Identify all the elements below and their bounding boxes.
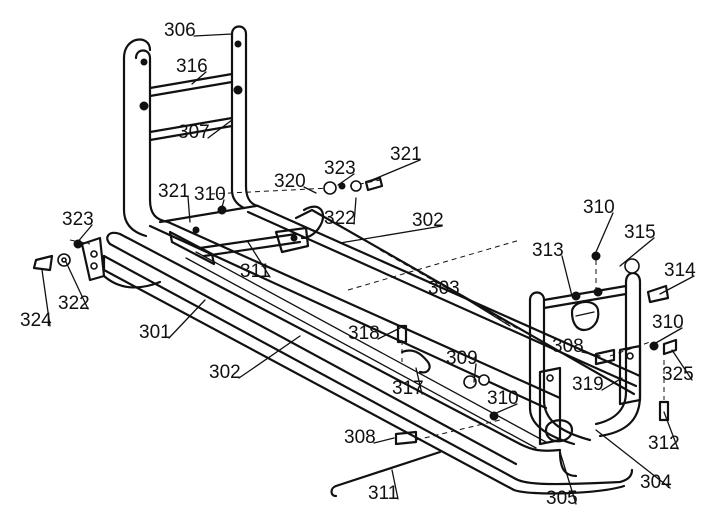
leader-line-322b: [65, 261, 89, 310]
part-label-322a: 322: [324, 208, 356, 229]
leader-line-314: [659, 275, 695, 295]
leader-line-323a: [337, 173, 355, 186]
leader-line-319: [601, 377, 623, 391]
bolt-308a-icon: [594, 348, 616, 366]
part-label-324: 324: [20, 310, 52, 331]
part-label-308b: 308: [344, 427, 376, 448]
leader-line-311a: [247, 241, 271, 278]
leader-line-316: [191, 71, 207, 85]
right-upright-frame: [528, 271, 642, 478]
part-label-325: 325: [662, 364, 694, 385]
leader-line-301: [168, 299, 206, 339]
leader-line-322a: [353, 197, 357, 225]
part-label-323a: 323: [324, 158, 356, 179]
part-label-319: 319: [572, 374, 604, 395]
leader-line-307: [207, 119, 233, 139]
part-label-311a: 311: [240, 261, 270, 282]
leader-line-324: [41, 269, 51, 327]
part-label-307: 307: [178, 122, 210, 143]
cap-315-icon: [624, 258, 640, 274]
left-end-bracket: [80, 236, 162, 289]
part-label-318: 318: [348, 323, 380, 344]
pin-320-icon: [323, 181, 337, 195]
leader-line-302a: [339, 225, 443, 244]
nut-310d-icon: [649, 341, 659, 351]
leader-line-313: [561, 255, 573, 297]
leader-line-303: [457, 293, 511, 327]
nut-323-icon: [73, 239, 83, 249]
leader-line-320: [303, 186, 317, 194]
cross-bar: [168, 205, 325, 266]
pin-325-icon: [662, 338, 678, 356]
part-label-308a: 308: [552, 336, 584, 357]
part-label-310b: 310: [487, 388, 519, 409]
base-rails: [102, 204, 642, 495]
part-label-310a: 310: [194, 184, 226, 205]
part-label-310d: 310: [652, 312, 684, 333]
part-label-320: 320: [274, 171, 306, 192]
part-label-321b: 321: [390, 144, 422, 165]
leader-line-310c: [595, 212, 614, 253]
left-upright-frame: [122, 25, 260, 238]
leader-line-308a: [581, 351, 601, 357]
leader-line-318: [377, 327, 401, 340]
leader-line-317: [415, 367, 423, 395]
part-label-321a: 321: [158, 181, 190, 202]
leader-line-321b: [371, 159, 421, 181]
nut-310c-icon: [591, 251, 601, 261]
leader-line-309: [473, 363, 477, 383]
leader-line-323b: [75, 224, 93, 245]
knob-324-icon: [32, 254, 54, 272]
part-label-310c: 310: [583, 197, 615, 218]
leader-line-302b: [238, 335, 301, 379]
part-label-309: 309: [446, 348, 478, 369]
washer-309a-icon: [463, 375, 477, 389]
washer-322b-icon: [350, 180, 362, 192]
part-label-302b: 302: [209, 362, 241, 383]
part-label-304: 304: [640, 472, 672, 493]
part-label-323b: 323: [62, 209, 94, 230]
part-label-306: 306: [164, 20, 196, 41]
spring-317-icon: [400, 349, 431, 374]
part-label-311b: 311: [368, 483, 398, 504]
bolt-308b-icon: [394, 430, 418, 446]
leader-line-315: [619, 237, 655, 267]
screw-321-icon: [364, 176, 384, 192]
part-label-314: 314: [664, 260, 696, 281]
leader-line-304: [595, 429, 671, 489]
part-label-305: 305: [546, 488, 578, 509]
clip-312-icon: [658, 400, 670, 422]
leader-line-308b: [373, 437, 395, 444]
leader-line-310b: [493, 403, 518, 415]
part-label-313: 313: [532, 240, 564, 261]
leader-line-325: [671, 349, 693, 381]
washer-309b-icon: [478, 374, 490, 386]
part-label-302a: 302: [412, 210, 444, 231]
rod-311-icon: [334, 450, 442, 488]
part-label-301: 301: [139, 322, 171, 343]
part-label-315: 315: [624, 222, 656, 243]
part-label-317: 317: [392, 378, 424, 399]
leader-line-312: [663, 411, 679, 450]
bolt-314-icon: [646, 284, 670, 304]
part-label-303: 303: [428, 278, 460, 299]
leader-line-321a: [187, 196, 191, 223]
leader-line-311b: [391, 469, 399, 500]
nut-310b-icon: [489, 411, 499, 421]
bolt-318-icon: [396, 324, 408, 344]
leader-line-305: [559, 451, 577, 505]
part-label-312: 312: [648, 433, 680, 454]
part-label-316: 316: [176, 56, 208, 77]
leader-line-306: [193, 33, 233, 37]
leader-line-310d: [653, 327, 683, 345]
leader-line-310a: [221, 199, 225, 208]
part-label-322b: 322: [58, 293, 90, 314]
